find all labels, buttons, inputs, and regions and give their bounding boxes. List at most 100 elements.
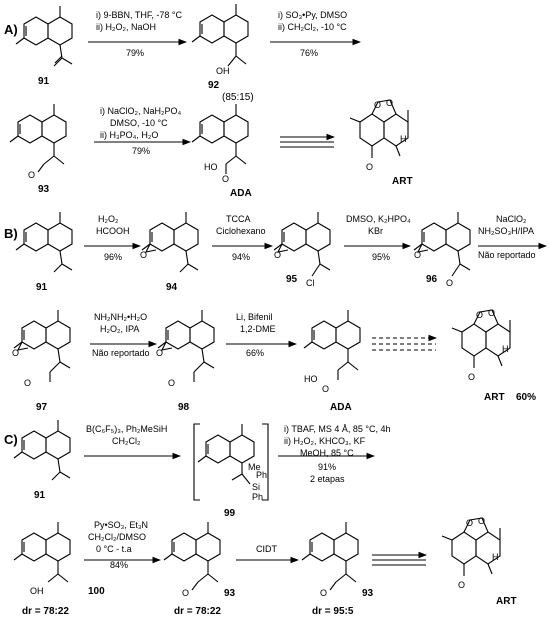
cond-a2-2: ii) CH₂Cl₂, -10 °C <box>278 22 347 32</box>
cond-b3-3: 95% <box>372 252 390 262</box>
section-a-label: A) <box>4 22 18 37</box>
cond-c1-1: B(C₆F₅)₃, Ph₂MeSiH <box>86 424 167 434</box>
atom-h-art-c: H <box>492 552 499 562</box>
atom-o-93-c2: O <box>320 588 327 598</box>
cond-b1-2: HCOOH <box>96 226 130 236</box>
cond-b5-2: H₂O₂, IPA <box>100 324 139 334</box>
compound-art-label-b: ART <box>484 392 505 403</box>
molecule-98 <box>157 309 215 382</box>
cond-a3-2: DMSO, -10 °C <box>110 118 168 128</box>
atom-o-art-c3: O <box>458 580 465 590</box>
atom-o-98b: O <box>168 378 175 388</box>
molecule-ada-a <box>191 103 249 174</box>
cond-a3-4: 79% <box>132 146 150 156</box>
compound-93-label-a: 93 <box>38 184 50 195</box>
cond-c2-3: MeOH, 85 °C <box>300 448 354 458</box>
cond-c3-1: Py•SO₃, Et₃N <box>94 520 148 530</box>
atom-o-96b: O <box>446 278 453 288</box>
atom-ho-ada: HO <box>204 162 218 172</box>
atom-o-97a: O <box>12 348 19 358</box>
compound-94-label: 94 <box>166 282 178 293</box>
atom-o-art-a3: O <box>366 162 373 172</box>
cond-b4-3: Não reportado <box>478 250 536 260</box>
molecule-93-a <box>9 103 67 173</box>
cond-b2-2: Ciclohexano <box>216 226 266 236</box>
section-c-label: C) <box>4 432 18 447</box>
cond-b4-2: NH₂SO₃H/IPA <box>478 226 534 236</box>
cond-c2-5: 2 etapas <box>310 474 345 484</box>
cond-c3-2: CH₂Cl₂/DMSO <box>88 532 146 542</box>
molecule-92 <box>191 3 249 67</box>
section-b-label: B) <box>4 226 18 241</box>
atom-ph-99b: Ph <box>252 492 263 502</box>
atom-o-art-b1: O <box>476 310 483 320</box>
molecule-99 <box>197 423 255 485</box>
atom-si-99: Si <box>252 482 260 492</box>
cond-b6-3: 66% <box>246 348 264 358</box>
molecule-91-b <box>15 211 73 273</box>
atom-o-97b: O <box>24 378 31 388</box>
cond-b6-2: 1,2-DME <box>240 324 276 334</box>
atom-o-art-c2: O <box>478 516 485 526</box>
cond-a2-3: 76% <box>300 48 318 58</box>
compound-100-label: 100 <box>88 586 105 597</box>
cond-a2-1: i) SO₃•Py, DMSO <box>278 10 347 20</box>
atom-o-96a: O <box>414 250 421 260</box>
cond-b3-2: KBr <box>368 226 383 236</box>
atom-h-art-a: H <box>400 134 407 144</box>
atom-o-94: O <box>140 250 147 260</box>
atom-cl-95: Cl <box>306 278 315 288</box>
cond-a1-2: ii) H₂O₂, NaOH <box>96 22 156 32</box>
atom-me-99: Me <box>248 462 261 472</box>
cond-b1-3: 96% <box>104 252 122 262</box>
cond-c2-2: ii) H₂O₂, KHCO₃, KF <box>284 436 366 446</box>
molecule-100 <box>13 521 71 583</box>
cond-c4-1: CIDT <box>256 544 277 554</box>
cond-b2-1: TCCA <box>226 214 251 224</box>
molecule-95 <box>273 211 331 277</box>
dr-93-c2: dr = 95:5 <box>312 606 354 617</box>
compound-art-label-a: ART <box>392 176 413 187</box>
atom-oh-92: OH <box>216 66 230 76</box>
atom-o-art-c1: O <box>466 518 473 528</box>
atom-o-98a: O <box>156 348 163 358</box>
cond-b4-1: NaClO₂ <box>496 214 527 224</box>
cond-a3-1: i) NaClO₂, NaH₂PO₄ <box>100 106 181 116</box>
atom-o-ada: O <box>222 174 229 184</box>
molecule-91-c <box>13 419 71 481</box>
molecule-93-c1 <box>163 521 221 591</box>
compound-93-label-c2: 93 <box>362 588 374 599</box>
yield-art-b: 60% <box>516 392 536 403</box>
compound-92-label: 92 <box>208 80 220 91</box>
molecule-91-a <box>15 5 73 67</box>
cond-c3-3: 0 °C - t.a <box>96 544 132 554</box>
cond-c2-1: i) TBAF, MS 4 Å, 85 °C, 4h <box>284 424 390 434</box>
cond-b5-3: Não reportado <box>92 348 150 358</box>
compound-97-label: 97 <box>36 402 48 413</box>
intermediate-bracket <box>193 423 269 501</box>
molecule-93-c2 <box>301 521 359 591</box>
multistep-arrow-c <box>372 551 428 566</box>
molecule-96 <box>413 211 471 277</box>
compound-91-label-b: 91 <box>36 282 48 293</box>
cond-b2-3: 94% <box>232 252 250 262</box>
dr-100: dr = 78:22 <box>22 606 69 617</box>
atom-o-93-c1: O <box>182 588 189 598</box>
compound-95-label: 95 <box>286 274 298 285</box>
cond-a1-1: i) 9-BBN, THF, -78 °C <box>96 10 182 20</box>
compound-99-label: 99 <box>224 508 236 519</box>
atom-ho-ada-b: HO <box>304 374 318 384</box>
atom-o-art-a1: O <box>374 100 381 110</box>
compound-ada-label-a: ADA <box>230 188 252 199</box>
dashed-multistep-arrow-b <box>372 334 438 351</box>
atom-o-93: O <box>28 170 35 180</box>
atom-o-art-b3: O <box>468 372 475 382</box>
cond-b3-1: DMSO, K₂HPO₄ <box>346 214 411 224</box>
compound-98-label: 98 <box>178 402 190 413</box>
compound-91-label-c: 91 <box>34 490 46 501</box>
atom-o-ada-b: O <box>322 384 329 394</box>
compound-ada-label-b: ADA <box>330 402 352 413</box>
cond-a3-3: ii) H₃PO₄, H₂O <box>100 130 158 140</box>
cond-b1-1: H₂O₂ <box>98 214 119 224</box>
